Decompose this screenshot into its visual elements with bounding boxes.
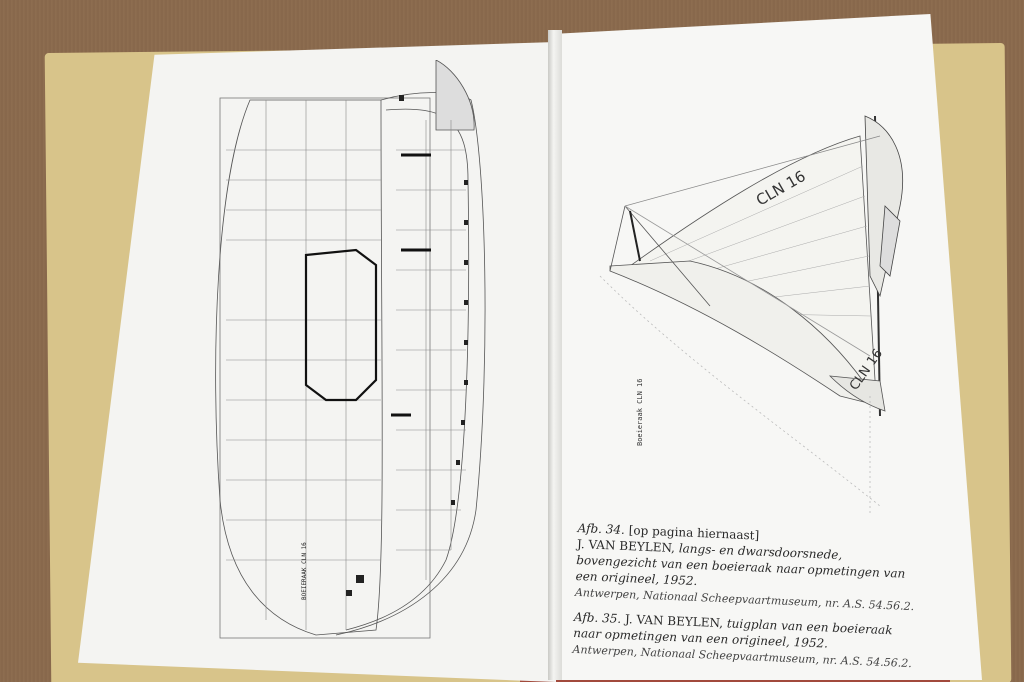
fig34-source: Antwerpen, Nationaal Scheepvaartmuseum, … — [574, 585, 915, 614]
left-page — [78, 42, 556, 682]
fig34-author: J. VAN BEYLEN, — [576, 536, 676, 556]
sail-plan-drawing: CLN 16 CLN 16 Boeieraak CLN 16 — [599, 115, 904, 516]
sail-plan-side-title: Boeieraak CLN 16 — [636, 379, 644, 446]
figure-captions: Afb. 34. [op pagina hiernaast] J. VAN BE… — [572, 520, 917, 672]
fig35-label: Afb. 35. — [573, 609, 622, 626]
fig34-label: Afb. 34. — [577, 520, 626, 537]
hull-blueprint: BOEIERAAK CLN 16 — [215, 60, 486, 639]
book-gutter — [548, 30, 562, 680]
blueprint-title: BOEIERAAK CLN 16 — [301, 542, 308, 600]
fig35-author: J. VAN BEYLEN, — [624, 612, 724, 631]
